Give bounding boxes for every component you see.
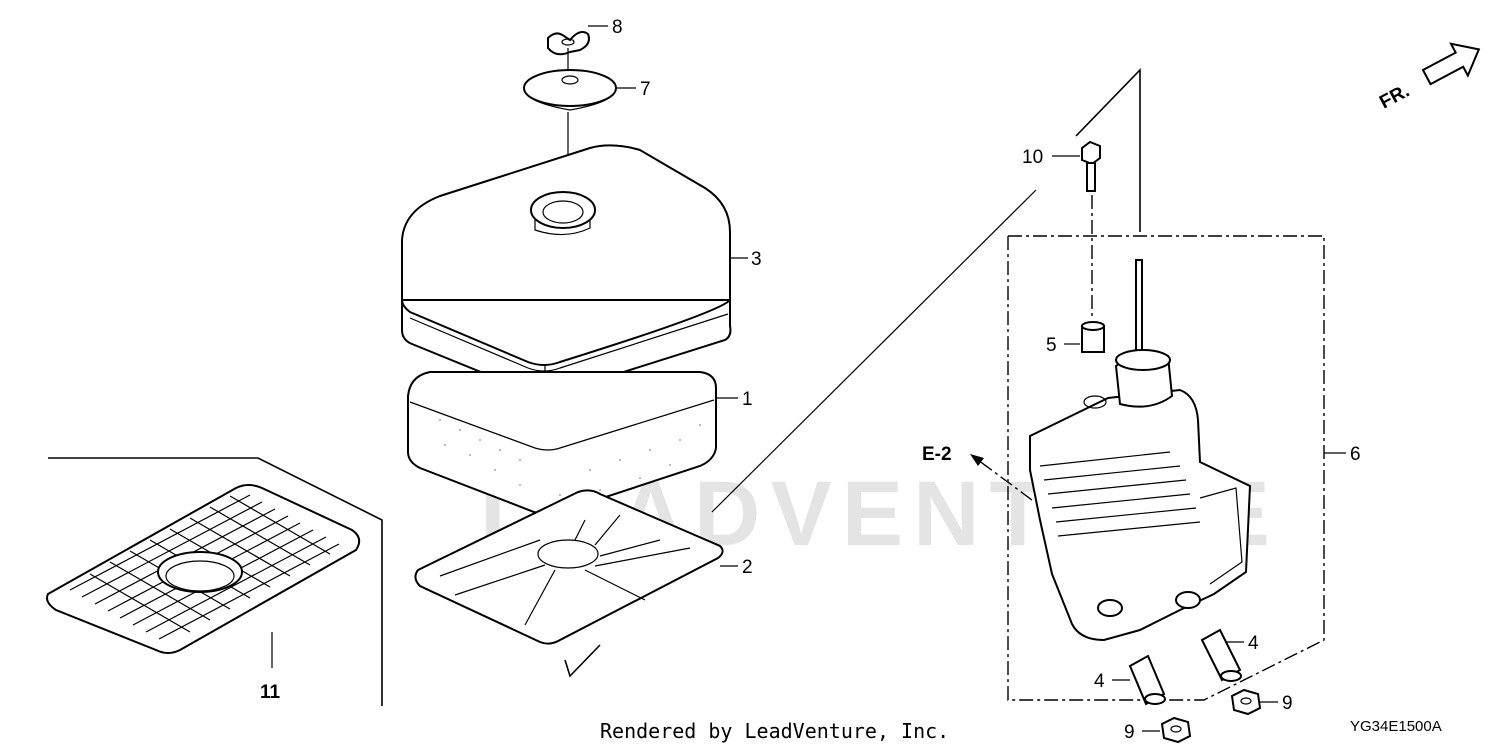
part-cover-plate[interactable] xyxy=(523,69,617,111)
direction-label: FR. xyxy=(1376,80,1413,113)
part-air-cleaner-case[interactable] xyxy=(1029,259,1252,642)
callout-9b: 9 xyxy=(1282,693,1293,714)
part-bolt[interactable] xyxy=(1081,140,1101,192)
part-air-screen[interactable] xyxy=(46,484,361,654)
callout-10: 10 xyxy=(1022,147,1043,168)
callout-4a: 4 xyxy=(1094,671,1105,692)
callout-9a: 9 xyxy=(1124,722,1135,743)
callout-5: 5 xyxy=(1046,335,1057,356)
callout-8: 8 xyxy=(612,17,623,38)
part-wing-nut[interactable] xyxy=(547,31,590,56)
callout-11: 11 xyxy=(260,682,281,703)
reference-e2: E-2 xyxy=(922,444,952,465)
part-air-cleaner-cover[interactable] xyxy=(401,144,732,396)
rendered-by-credit: Rendered by LeadVenture, Inc. xyxy=(600,719,949,743)
arrow-right-icon xyxy=(1421,42,1481,86)
diagram-code: YG34E1500A xyxy=(1350,718,1442,735)
part-collar-b[interactable] xyxy=(1128,654,1166,706)
callout-1: 1 xyxy=(742,389,753,410)
part-nut-a[interactable] xyxy=(1230,688,1262,716)
front-direction-indicator: FR. xyxy=(1376,42,1481,113)
callout-4b: 4 xyxy=(1248,633,1259,654)
callout-6: 6 xyxy=(1350,444,1361,465)
part-element-base[interactable] xyxy=(414,489,724,645)
callout-7: 7 xyxy=(640,79,651,100)
part-foam-element[interactable] xyxy=(407,371,717,515)
callout-2: 2 xyxy=(742,557,753,578)
part-collar-a[interactable] xyxy=(1200,628,1242,682)
callout-3: 3 xyxy=(751,249,762,270)
part-collar[interactable] xyxy=(1081,321,1105,353)
part-nut-b[interactable] xyxy=(1160,716,1192,744)
